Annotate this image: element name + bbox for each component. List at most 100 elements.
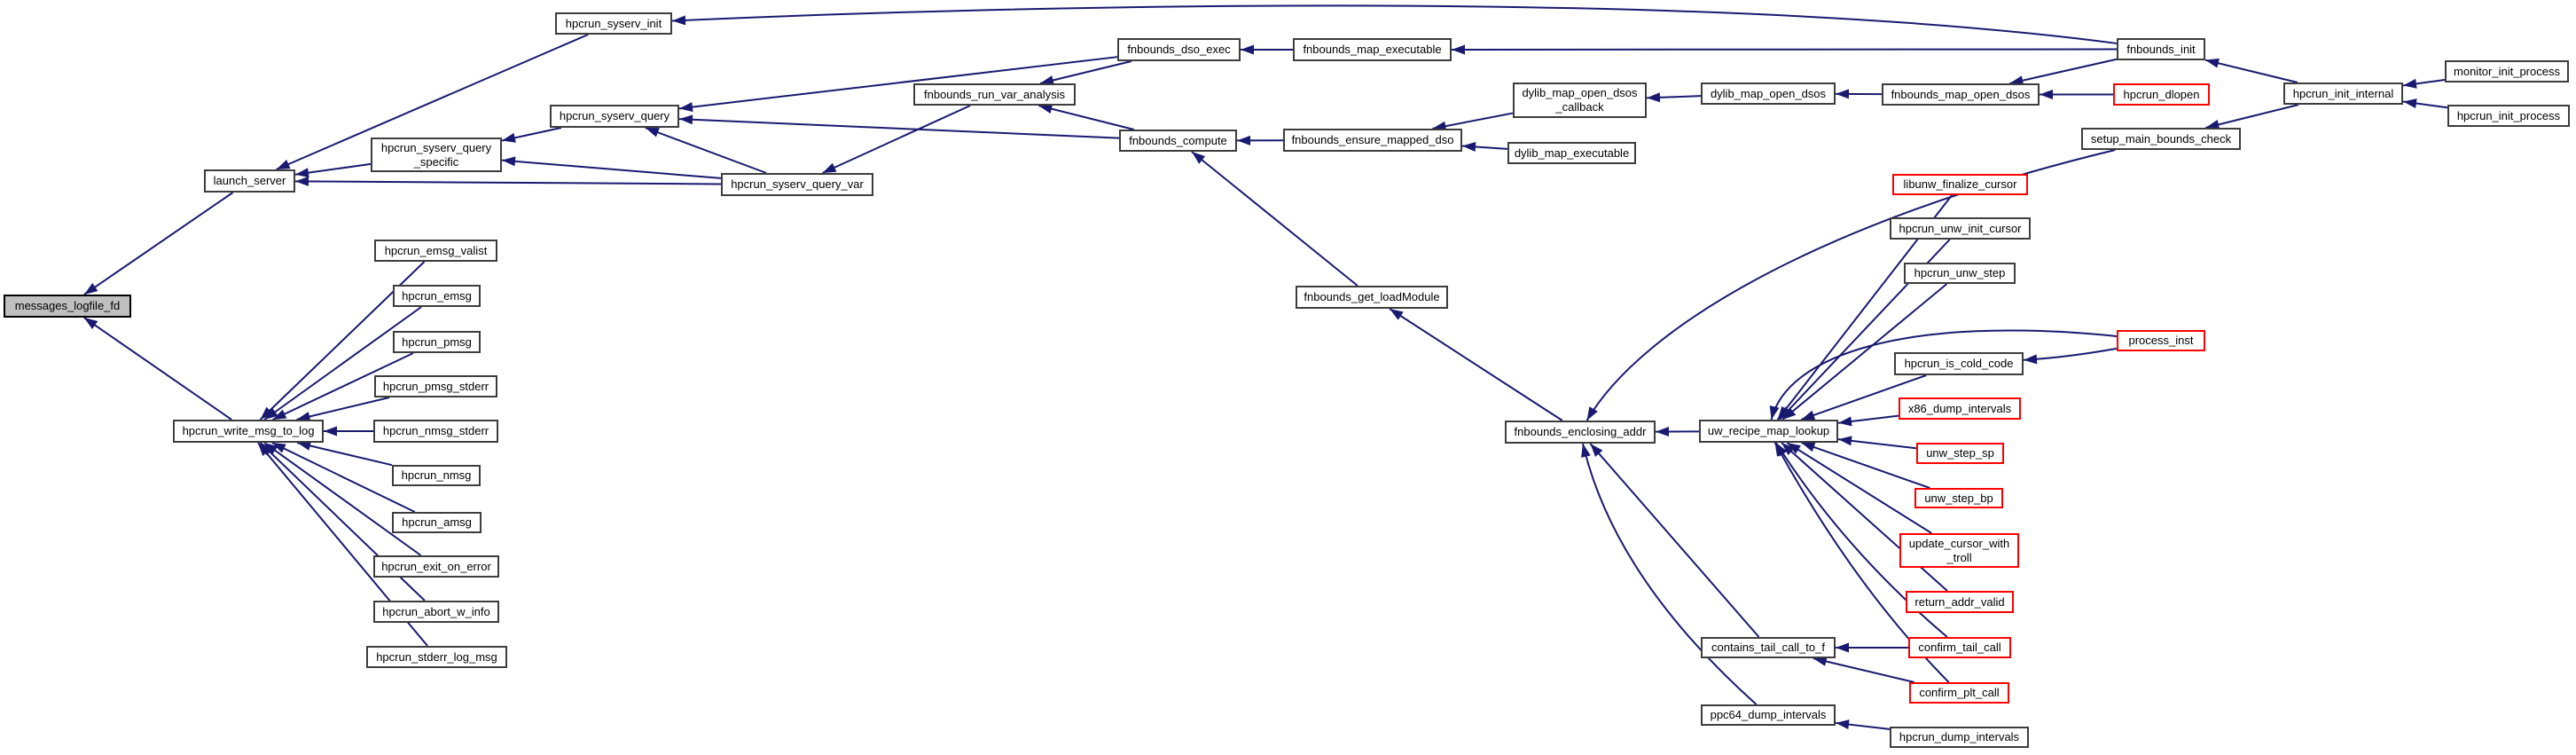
- arrowhead: [276, 159, 291, 169]
- edge-hpcrun_syserv_query_var--hpcrun_syserv_query_specific: [501, 159, 722, 179]
- node-ppc64_dump_intervals[interactable]: ppc64_dump_intervals: [1701, 704, 1836, 726]
- node-hpcrun_init_process[interactable]: hpcrun_init_process: [2447, 105, 2570, 127]
- edge-hpcrun_pmsg--hpcrun_write_msg_to_log: [272, 352, 414, 421]
- arrowhead: [1237, 135, 1251, 145]
- edge-fnbounds_run_var_analysis--hpcrun_syserv_query_var: [822, 105, 971, 174]
- arrowhead: [2040, 90, 2053, 99]
- arrowhead: [1838, 416, 1852, 427]
- arrowhead: [1836, 642, 1849, 653]
- node-hpcrun_syserv_query_var[interactable]: hpcrun_syserv_query_var: [721, 173, 873, 196]
- node-hpcrun_init_internal[interactable]: hpcrun_init_internal: [2283, 83, 2403, 105]
- edge-confirm_tail_call--uw_recipe_map_lookup: [1774, 442, 1948, 638]
- node-confirm_tail_call[interactable]: confirm_tail_call: [1908, 637, 2011, 658]
- node-hpcrun_emsg[interactable]: hpcrun_emsg: [393, 285, 481, 307]
- arrowhead: [1801, 442, 1816, 452]
- edge-hpcrun_syserv_query_var--launch_server: [294, 180, 722, 185]
- node-fnbounds_enclosing_addr[interactable]: fnbounds_enclosing_addr: [1505, 421, 1656, 444]
- node-hpcrun_is_cold_code[interactable]: hpcrun_is_cold_code: [1894, 352, 2024, 375]
- arrowhead: [1647, 92, 1661, 103]
- edge-fnbounds_compute--fnbounds_run_var_analysis: [1038, 105, 1134, 130]
- arrowhead: [1039, 75, 1054, 85]
- node-libunw_finalize_cursor[interactable]: libunw_finalize_cursor: [1892, 174, 2028, 195]
- node-hpcrun_write_msg_to_log[interactable]: hpcrun_write_msg_to_log: [173, 420, 324, 443]
- edge-hpcrun_emsg--hpcrun_write_msg_to_log: [263, 306, 422, 421]
- node-hpcrun_nmsg[interactable]: hpcrun_nmsg: [392, 465, 481, 486]
- node-fnbounds_map_executable[interactable]: fnbounds_map_executable: [1293, 38, 1452, 61]
- edge-fnbounds_init--hpcrun_syserv_init: [671, 4, 2118, 44]
- arrowhead: [257, 443, 270, 457]
- node-messages_logfile_fd[interactable]: messages_logfile_fd: [4, 295, 131, 318]
- edge-hpcrun_exit_on_error--hpcrun_write_msg_to_log: [263, 442, 422, 556]
- node-hpcrun_dlopen[interactable]: hpcrun_dlopen: [2113, 83, 2210, 106]
- node-hpcrun_unw_step[interactable]: hpcrun_unw_step: [1904, 263, 2016, 284]
- arrowhead: [2403, 98, 2417, 108]
- node-hpcrun_unw_init_cursor[interactable]: hpcrun_unw_init_cursor: [1890, 217, 2031, 240]
- arrowhead: [1432, 121, 1447, 131]
- node-return_addr_valid[interactable]: return_addr_valid: [1906, 591, 2014, 613]
- edge-setup_main_bounds_check--fnbounds_enclosing_addr: [1586, 149, 2116, 421]
- edge-dylib_map_open_dsos_callback--fnbounds_ensure_mapped_dso: [1432, 112, 1514, 130]
- node-process_inst[interactable]: process_inst: [2117, 330, 2205, 351]
- edge-process_inst--hpcrun_is_cold_code: [2023, 347, 2118, 361]
- node-setup_main_bounds_check[interactable]: setup_main_bounds_check: [2081, 128, 2241, 150]
- arrowhead: [271, 443, 286, 453]
- node-hpcrun_syserv_query_specific[interactable]: hpcrun_syserv_query _specific: [371, 138, 502, 172]
- node-hpcrun_syserv_init[interactable]: hpcrun_syserv_init: [555, 12, 672, 35]
- node-dylib_map_open_dsos_callback[interactable]: dylib_map_open_dsos _callback: [1513, 83, 1647, 118]
- node-launch_server[interactable]: launch_server: [204, 169, 295, 193]
- edge-hpcrun_is_cold_code--uw_recipe_map_lookup: [1800, 374, 1927, 421]
- node-hpcrun_amsg[interactable]: hpcrun_amsg: [392, 512, 482, 533]
- node-hpcrun_nmsg_stderr[interactable]: hpcrun_nmsg_stderr: [373, 420, 498, 443]
- arrowhead: [1779, 406, 1793, 420]
- arrowhead: [1769, 405, 1780, 420]
- arrowhead: [679, 114, 693, 125]
- node-hpcrun_emsg_valist[interactable]: hpcrun_emsg_valist: [374, 240, 497, 262]
- arrowhead: [1586, 406, 1598, 421]
- arrowhead: [1462, 142, 1476, 152]
- node-hpcrun_syserv_query[interactable]: hpcrun_syserv_query: [550, 105, 679, 128]
- arrowhead: [295, 168, 309, 178]
- arrowhead: [1452, 44, 1466, 55]
- arrowhead: [83, 318, 98, 330]
- arrowhead: [2205, 58, 2220, 68]
- arrowhead: [295, 176, 309, 186]
- node-uw_recipe_map_lookup[interactable]: uw_recipe_map_lookup: [1699, 420, 1838, 443]
- arrowhead: [1838, 436, 1852, 446]
- node-unw_step_bp[interactable]: unw_step_bp: [1914, 488, 2003, 508]
- arrowhead: [83, 282, 98, 295]
- edge-hpcrun_syserv_query_var--hpcrun_syserv_query: [645, 127, 767, 174]
- edge-fnbounds_init--fnbounds_map_open_dsos: [2009, 58, 2118, 84]
- arrowhead: [260, 406, 274, 420]
- node-hpcrun_stderr_log_msg[interactable]: hpcrun_stderr_log_msg: [366, 646, 507, 668]
- edge-hpcrun_init_internal--fnbounds_init: [2204, 59, 2298, 83]
- edge-ppc64_dump_intervals--fnbounds_enclosing_addr: [1582, 443, 1758, 705]
- node-dylib_map_executable[interactable]: dylib_map_executable: [1507, 142, 1636, 164]
- arrowhead: [2205, 120, 2220, 130]
- node-fnbounds_dso_exec[interactable]: fnbounds_dso_exec: [1117, 38, 1241, 61]
- node-hpcrun_abort_w_info[interactable]: hpcrun_abort_w_info: [373, 601, 499, 623]
- edge-hpcrun_write_msg_to_log--messages_logfile_fd: [83, 317, 232, 421]
- node-fnbounds_compute[interactable]: fnbounds_compute: [1119, 130, 1237, 152]
- edge-hpcrun_nmsg--hpcrun_write_msg_to_log: [296, 442, 393, 467]
- arrowhead: [296, 412, 311, 421]
- node-dylib_map_open_dsos[interactable]: dylib_map_open_dsos: [1701, 83, 1836, 105]
- node-hpcrun_exit_on_error[interactable]: hpcrun_exit_on_error: [373, 555, 499, 578]
- node-monitor_init_process[interactable]: monitor_init_process: [2445, 60, 2569, 83]
- node-fnbounds_run_var_analysis[interactable]: fnbounds_run_var_analysis: [913, 83, 1076, 106]
- node-hpcrun_pmsg_stderr[interactable]: hpcrun_pmsg_stderr: [374, 375, 497, 397]
- arrowhead: [502, 156, 516, 167]
- node-hpcrun_dump_intervals[interactable]: hpcrun_dump_intervals: [1890, 727, 2029, 748]
- node-contains_tail_call_to_f[interactable]: contains_tail_call_to_f: [1701, 637, 1836, 658]
- node-unw_step_sp[interactable]: unw_step_sp: [1916, 443, 2004, 464]
- node-fnbounds_map_open_dsos[interactable]: fnbounds_map_open_dsos: [1882, 83, 2040, 106]
- node-update_cursor_with_troll[interactable]: update_cursor_with _troll: [1899, 533, 2019, 568]
- arrowhead: [2024, 354, 2038, 365]
- node-fnbounds_init[interactable]: fnbounds_init: [2117, 38, 2205, 60]
- node-hpcrun_pmsg[interactable]: hpcrun_pmsg: [393, 331, 481, 353]
- node-fnbounds_get_loadModule[interactable]: fnbounds_get_loadModule: [1296, 286, 1448, 309]
- node-x86_dump_intervals[interactable]: x86_dump_intervals: [1899, 397, 2021, 420]
- node-fnbounds_ensure_mapped_dso[interactable]: fnbounds_ensure_mapped_dso: [1283, 129, 1462, 152]
- arrowhead: [1782, 407, 1797, 420]
- node-confirm_plt_call[interactable]: confirm_plt_call: [1909, 682, 2009, 704]
